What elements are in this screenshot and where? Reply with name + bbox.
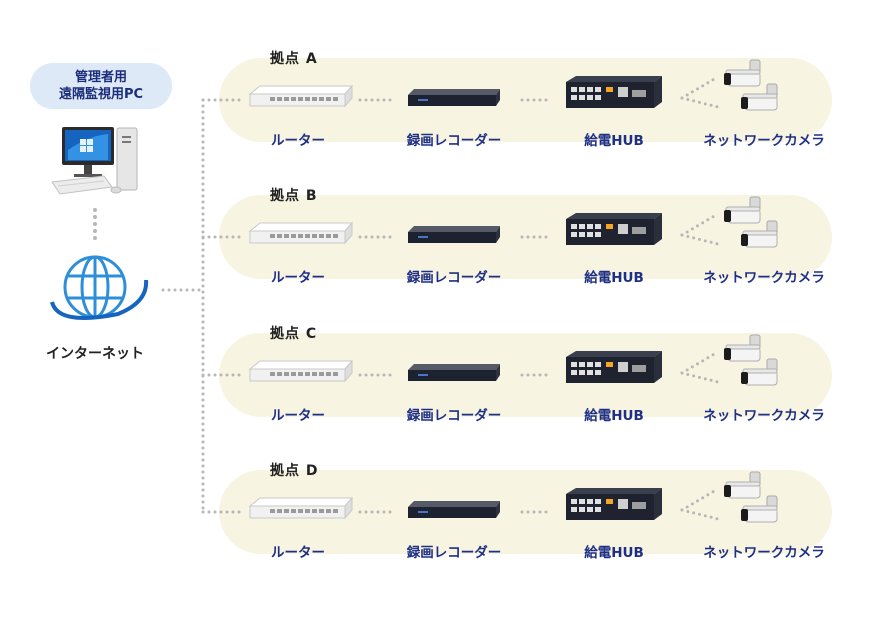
router-label: ルーター bbox=[271, 133, 325, 149]
recorder-icon bbox=[408, 501, 500, 518]
camera-icon bbox=[724, 334, 761, 362]
hub-camera-link bbox=[680, 351, 718, 375]
recorder-icon bbox=[408, 89, 500, 106]
hub-camera-link bbox=[680, 508, 724, 522]
router-label: ルーター bbox=[271, 545, 325, 561]
hub-label: 給電HUB bbox=[584, 408, 644, 424]
router-icon bbox=[248, 84, 354, 108]
camera-icon bbox=[741, 220, 778, 248]
hub-label: 給電HUB bbox=[584, 133, 644, 149]
recorder-icon bbox=[408, 364, 500, 381]
router-label: ルーター bbox=[271, 270, 325, 286]
camera-icon bbox=[724, 471, 761, 499]
poe-hub-icon bbox=[566, 351, 662, 383]
hub-camera-link bbox=[680, 213, 718, 237]
pc-label-line2: 遠隔監視用PC bbox=[58, 87, 144, 102]
router-icon bbox=[248, 221, 354, 245]
router-icon bbox=[248, 496, 354, 520]
camera-label: ネットワークカメラ bbox=[703, 408, 825, 424]
poe-hub-icon bbox=[566, 213, 662, 245]
camera-icon bbox=[724, 196, 761, 224]
hub-camera-link bbox=[680, 488, 718, 512]
pc-label-line1: 管理者用 bbox=[74, 70, 127, 85]
recorder-label: 録画レコーダー bbox=[406, 545, 502, 561]
site-title: 拠点 A bbox=[270, 51, 318, 67]
poe-hub-icon bbox=[566, 76, 662, 108]
camera-label: ネットワークカメラ bbox=[703, 270, 825, 286]
hub-label: 給電HUB bbox=[584, 270, 644, 286]
site-title: 拠点 D bbox=[270, 463, 319, 479]
hub-camera-link bbox=[680, 371, 724, 385]
poe-hub-icon bbox=[566, 488, 662, 520]
internet-globe-icon bbox=[50, 255, 149, 320]
desktop-pc-icon bbox=[51, 127, 138, 195]
router-icon bbox=[248, 359, 354, 383]
recorder-label: 録画レコーダー bbox=[406, 408, 502, 424]
camera-label: ネットワークカメラ bbox=[703, 133, 825, 149]
camera-icon bbox=[741, 83, 778, 111]
hub-label: 給電HUB bbox=[584, 545, 644, 561]
camera-icon bbox=[741, 358, 778, 386]
router-label: ルーター bbox=[271, 408, 325, 424]
camera-label: ネットワークカメラ bbox=[703, 545, 825, 561]
recorder-icon bbox=[408, 226, 500, 243]
internet-label: インターネット bbox=[46, 346, 144, 362]
hub-camera-link bbox=[680, 233, 724, 247]
camera-icon bbox=[741, 495, 778, 523]
site-title: 拠点 B bbox=[270, 188, 318, 204]
hub-camera-link bbox=[680, 76, 718, 100]
camera-icon bbox=[724, 59, 761, 87]
hub-camera-link bbox=[680, 96, 724, 110]
pc-label: 管理者用 遠隔監視用PC bbox=[30, 63, 172, 109]
site-title: 拠点 C bbox=[270, 326, 318, 342]
recorder-label: 録画レコーダー bbox=[406, 270, 502, 286]
recorder-label: 録画レコーダー bbox=[406, 133, 502, 149]
